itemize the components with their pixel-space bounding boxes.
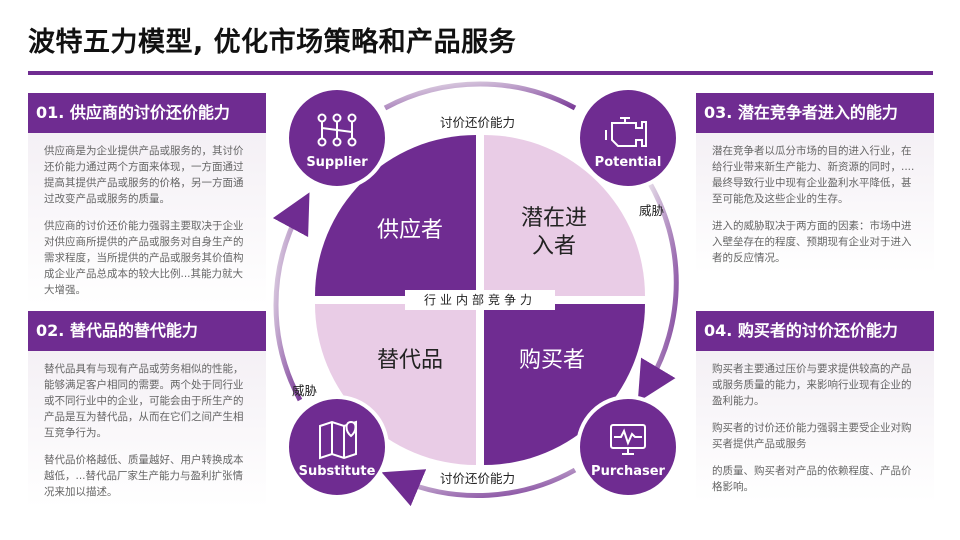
panel-purchaser: 04. 购买者的讨价还价能力 购买者主要通过压价与要求提供较高的产品或服务质量的… bbox=[696, 311, 934, 503]
arc-top bbox=[383, 81, 577, 111]
monitor-pulse-icon bbox=[610, 424, 646, 455]
panel-paragraph: 潜在竞争者以瓜分市场的目的进入行业，在给行业带来新生产能力、新资源的同时，...… bbox=[712, 145, 915, 205]
quadrant-purchaser bbox=[484, 304, 645, 465]
quadrant-substitute bbox=[315, 304, 476, 465]
panel-body: 替代品具有与现有产品或劳务相似的性能，能够满足客户相同的需要。两个处于同行业或不… bbox=[28, 351, 266, 508]
supplier-label: Supplier bbox=[306, 155, 368, 170]
edge-label-top: 讨价还价能力 bbox=[440, 115, 516, 130]
map-pin-icon bbox=[319, 420, 357, 460]
title-divider bbox=[28, 71, 933, 75]
panel-title: 03. 潜在竞争者进入的能力 bbox=[696, 93, 934, 133]
arc-left bbox=[272, 192, 310, 402]
quadrant-purchaser-text: 购买者 bbox=[518, 348, 585, 373]
quadrant-potential bbox=[484, 135, 645, 296]
network-icon bbox=[317, 113, 357, 147]
edge-label-bottom: 讨价还价能力 bbox=[440, 471, 516, 486]
page-title: 波特五力模型, 优化市场策略和产品服务 bbox=[28, 27, 517, 58]
panel-paragraph: 的质量、购买者对产品的依赖程度、产品价格影响。 bbox=[712, 465, 912, 493]
arc-bottom bbox=[381, 467, 577, 507]
quadrant-supplier bbox=[315, 135, 476, 296]
panel-paragraph: 替代品具有与现有产品或劳务相似的性能，能够满足客户相同的需要。两个处于同行业或不… bbox=[44, 363, 244, 439]
panel-paragraph: 购买者的讨价还价能力强弱主要受企业对购买者提供产品或服务 bbox=[712, 422, 912, 450]
engine-icon bbox=[605, 117, 647, 147]
panel-title: 04. 购买者的讨价还价能力 bbox=[696, 311, 934, 351]
substitute-label: Substitute bbox=[298, 464, 376, 479]
panel-body: 供应商是为企业提供产品或服务的，其讨价还价能力通过两个方面来体现，一方面通过提高… bbox=[28, 133, 266, 306]
panel-paragraph: 供应商是为企业提供产品或服务的，其讨价还价能力通过两个方面来体现，一方面通过提高… bbox=[44, 145, 244, 205]
purchaser-label: Purchaser bbox=[591, 464, 665, 479]
panel-title: 02. 替代品的替代能力 bbox=[28, 311, 266, 351]
quadrant-substitute-text: 替代品 bbox=[376, 348, 443, 373]
potential-circle bbox=[576, 86, 680, 190]
panel-body: 购买者主要通过压价与要求提供较高的产品或服务质量的能力，来影响行业现有企业的盈利… bbox=[696, 351, 934, 503]
potential-label: Potential bbox=[594, 155, 662, 170]
edge-label-left: 威胁 bbox=[292, 383, 318, 398]
panel-paragraph: 替代品价格越低、质量越好、用户转换成本越低，...替代品厂家生产能力与盈利扩张情… bbox=[44, 454, 244, 498]
quadrant-supplier-text: 供应者 bbox=[376, 218, 443, 243]
quadrant-potential-text: 潜在进入者 bbox=[520, 206, 587, 259]
panel-supplier: 01. 供应商的讨价还价能力 供应商是为企业提供产品或服务的，其讨价还价能力通过… bbox=[28, 93, 266, 306]
panel-paragraph: 进入的威胁取决于两方面的因素：市场中进入壁垒存在的程度、预期现有企业对于进入者的… bbox=[712, 220, 912, 264]
panel-substitute: 02. 替代品的替代能力 替代品具有与现有产品或劳务相似的性能，能够满足客户相同… bbox=[28, 311, 266, 508]
arc-right bbox=[637, 178, 679, 403]
panel-body: 潜在竞争者以瓜分市场的目的进入行业，在给行业带来新生产能力、新资源的同时，...… bbox=[696, 133, 934, 274]
substitute-circle bbox=[285, 395, 389, 499]
panel-potential: 03. 潜在竞争者进入的能力 潜在竞争者以瓜分市场的目的进入行业，在给行业带来新… bbox=[696, 93, 934, 274]
panel-title: 01. 供应商的讨价还价能力 bbox=[28, 93, 266, 133]
center-label: 行业内部竞争力 bbox=[405, 290, 555, 310]
panel-paragraph: 购买者主要通过压价与要求提供较高的产品或服务质量的能力，来影响行业现有企业的盈利… bbox=[712, 363, 912, 407]
panel-paragraph: 供应商的讨价还价能力强弱主要取决于企业对供应商所提供的产品或服务对自身生产的需求… bbox=[44, 220, 244, 296]
edge-label-right: 威胁 bbox=[639, 203, 665, 218]
